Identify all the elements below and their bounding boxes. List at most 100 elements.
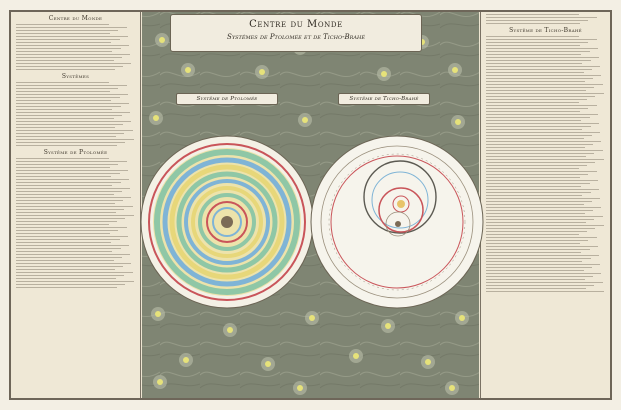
- engraved-text-line: [486, 192, 591, 193]
- earth-icon: [395, 221, 401, 227]
- engraved-text-line: [16, 278, 116, 279]
- engraved-text-line: [16, 161, 127, 162]
- engraved-text-line: [16, 245, 130, 246]
- engraved-text-line: [16, 194, 114, 195]
- star-core: [385, 323, 391, 329]
- engraved-text-line: [16, 118, 114, 119]
- ring-yellow: [169, 164, 285, 280]
- engraved-text-line: [486, 63, 583, 64]
- engraved-text-line: [486, 279, 585, 280]
- engraved-text-line: [16, 266, 124, 267]
- engraved-text-line: [16, 254, 131, 255]
- engraved-text-line: [486, 288, 586, 289]
- star-core: [155, 311, 161, 317]
- engraved-text-line: [486, 267, 592, 268]
- star-core: [455, 119, 461, 125]
- engraved-text-line: [16, 170, 128, 171]
- engraved-text-line: [486, 102, 579, 103]
- engraved-text-line: [16, 188, 131, 189]
- tycho-ribbon-label: Systême de Ticho-Brahé: [338, 93, 430, 105]
- engraved-text-line: [486, 132, 601, 133]
- engraved-text-line: [16, 167, 110, 168]
- star-core: [227, 327, 233, 333]
- engraved-text-line: [486, 198, 601, 199]
- engraved-text-line: [486, 108, 589, 109]
- engraved-text-line: [486, 120, 582, 121]
- engraved-text-line: [486, 252, 582, 253]
- engraved-text-line: [486, 285, 595, 286]
- engraved-text-line: [16, 218, 126, 219]
- engraved-text-line: [486, 264, 601, 265]
- engraved-text-line: [486, 222, 586, 223]
- engraved-text-line: [16, 233, 110, 234]
- engraved-text-line: [16, 185, 113, 186]
- engraved-text-line: [486, 240, 589, 241]
- engraved-text-line: [16, 130, 133, 131]
- engraved-text-line: [486, 78, 594, 79]
- engraved-text-line: [486, 276, 594, 277]
- engraved-text-line: [486, 255, 600, 256]
- engraved-text-line: [16, 91, 110, 92]
- engraved-text-line: [16, 230, 119, 231]
- engraved-text-line: [16, 121, 132, 122]
- engraved-text-line: [16, 142, 126, 143]
- engraved-text-line: [16, 158, 109, 159]
- engraved-text-line: [486, 23, 580, 24]
- engraved-text-line: [16, 82, 109, 83]
- engraved-text-line: [16, 212, 116, 213]
- engraved-text-line: [16, 42, 112, 43]
- map-title: Centre du Monde: [249, 19, 343, 30]
- engraved-text-line: [16, 54, 131, 55]
- star-core: [265, 361, 271, 367]
- map-subtitle: Systêmes de Ptolomée et de Ticho-Brahé: [227, 33, 365, 41]
- engraved-text-line: [16, 145, 118, 146]
- engraved-text-line: [16, 115, 122, 116]
- right-text-column: Systême de Ticho-Brahé: [480, 12, 610, 398]
- ring-red-outer: [148, 143, 306, 301]
- engraved-text-line: [486, 162, 596, 163]
- engraved-text-line: [486, 135, 592, 136]
- star-core: [449, 385, 455, 391]
- engraved-text-line: [486, 177, 580, 178]
- engraved-text-line: [16, 281, 134, 282]
- engraved-text-line: [16, 39, 120, 40]
- left-text-block-3: [11, 158, 140, 288]
- engraved-text-line: [16, 251, 113, 252]
- engraved-text-line: [486, 81, 585, 82]
- engraved-text-line: [16, 60, 114, 61]
- engraved-text-line: [486, 201, 592, 202]
- star-core: [183, 357, 189, 363]
- engraved-text-line: [486, 87, 595, 88]
- engraved-text-line: [16, 221, 118, 222]
- ptolemy-ribbon-label: Systême de Ptolomée: [176, 93, 278, 105]
- engraved-text-line: [16, 275, 125, 276]
- right-text-block-1: [481, 14, 610, 24]
- engraved-text-line: [486, 237, 597, 238]
- engraved-text-line: [486, 96, 596, 97]
- engraved-text-line: [16, 139, 134, 140]
- engraved-text-line: [486, 141, 602, 142]
- engraved-text-line: [16, 179, 130, 180]
- engraved-text-line: [16, 239, 120, 240]
- engraved-text-line: [486, 168, 579, 169]
- engraved-text-line: [16, 112, 131, 113]
- engraved-text-line: [16, 85, 127, 86]
- engraved-text-line: [486, 228, 596, 229]
- engraved-text-line: [16, 272, 133, 273]
- engraved-text-line: [16, 30, 119, 31]
- engraved-text-line: [16, 287, 118, 288]
- engraved-text-line: [486, 174, 589, 175]
- engraved-text-line: [486, 60, 591, 61]
- engraved-text-line: [486, 20, 589, 21]
- engraved-text-line: [16, 227, 127, 228]
- engraved-text-line: [486, 93, 604, 94]
- ring-green: [154, 149, 300, 295]
- engraved-text-line: [16, 182, 121, 183]
- engraved-text-line: [486, 126, 591, 127]
- star-core: [302, 117, 308, 123]
- engraved-text-line: [486, 180, 598, 181]
- engraved-text-line: [486, 171, 597, 172]
- engraved-text-line: [16, 176, 112, 177]
- sun-icon: [397, 200, 405, 208]
